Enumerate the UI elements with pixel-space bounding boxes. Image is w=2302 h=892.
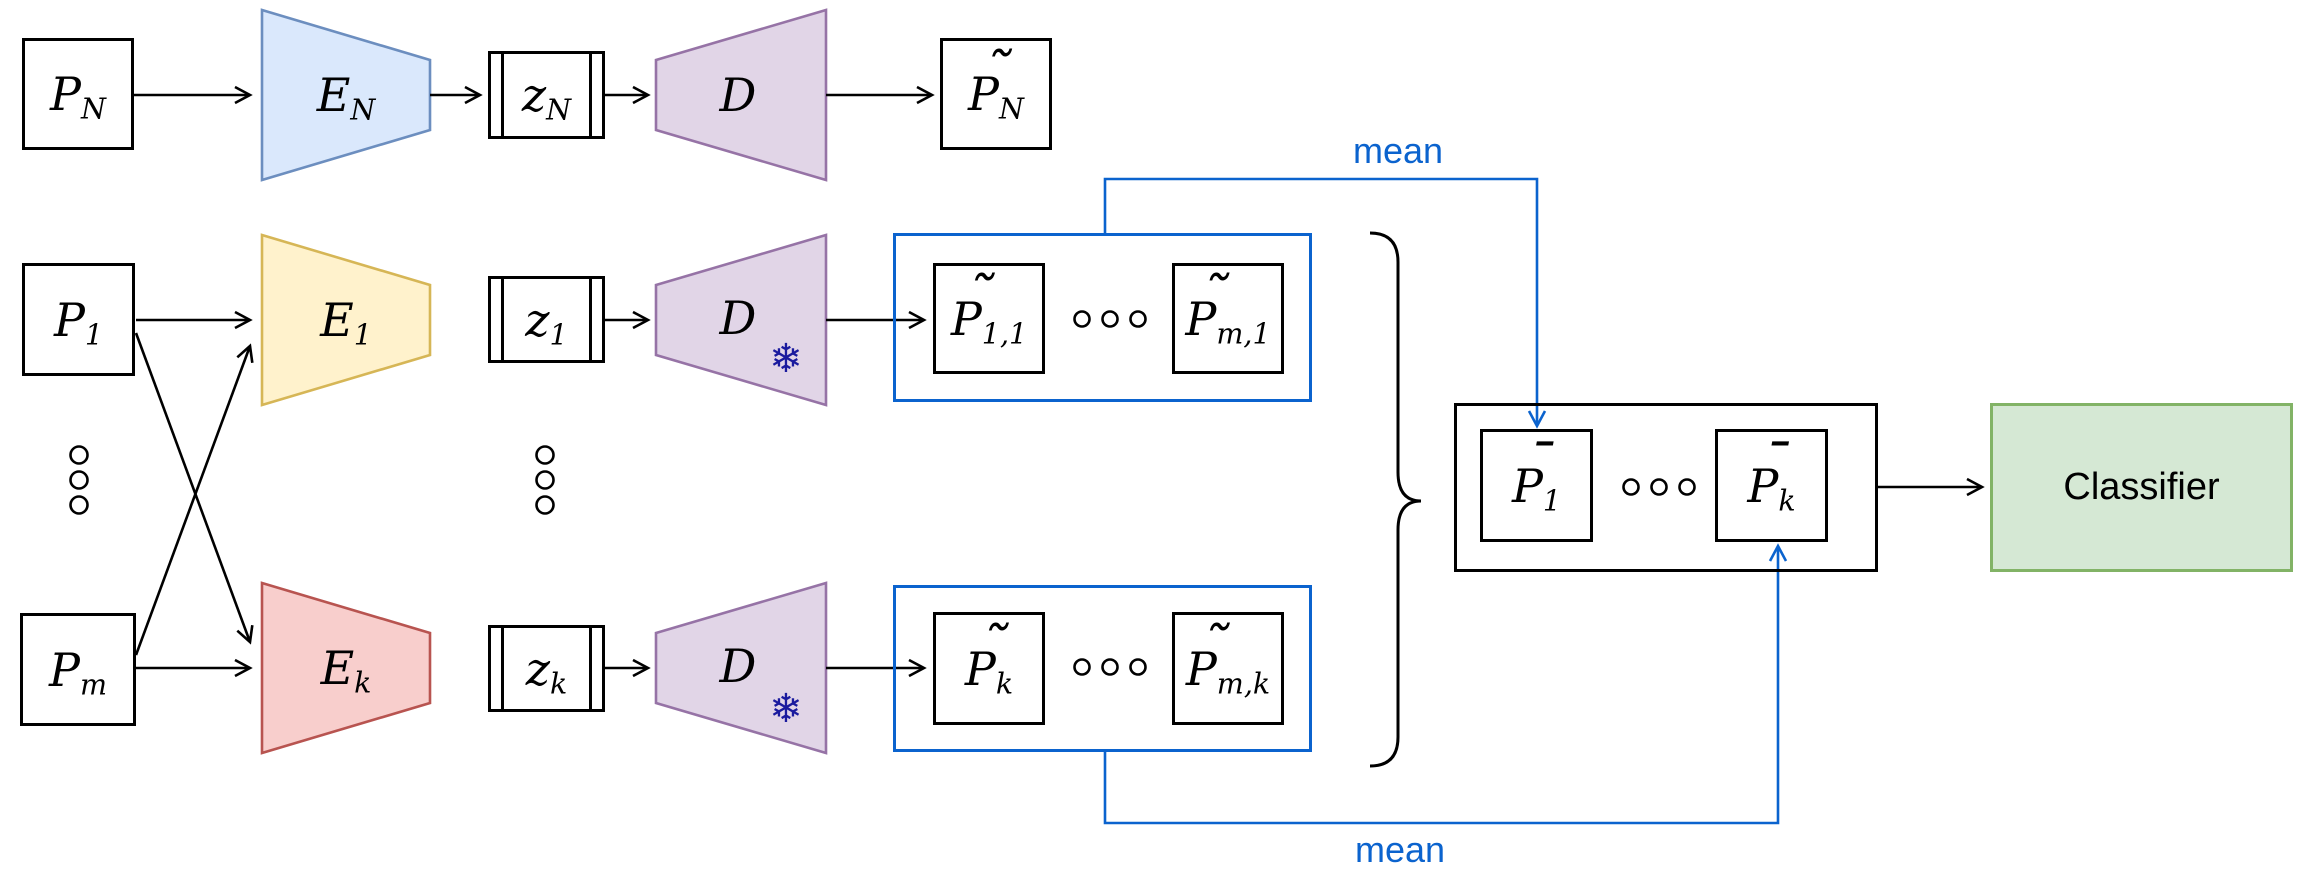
output-box-ptn: P˜N [940, 38, 1052, 150]
decoder-label-d-middle: D [719, 291, 757, 345]
aggregate-box-pbar1: P¯1 [1480, 429, 1593, 542]
output-label-ptm1: P˜m,1 [1185, 264, 1271, 351]
latent-box-zk: zk [488, 625, 605, 712]
latent-label-zk: zk [525, 641, 568, 701]
mean-label-top: mean [1352, 130, 1444, 171]
aggregate-label-pbark: P¯k [1747, 431, 1796, 518]
output-box-ptmk: P˜m,k [1172, 612, 1284, 725]
ellipsis-latents-vertical [535, 445, 555, 515]
ellipsis-outputs-middle [1073, 310, 1147, 328]
output-box-pt11: P˜1,1 [933, 263, 1045, 374]
decoder-label-d-bottom: D [719, 639, 757, 693]
mean-arrow-top [1103, 177, 1547, 429]
output-box-ptk: P˜k [933, 612, 1045, 725]
arrow-p1-to-ek-cross [134, 332, 254, 645]
ellipsis-outputs-bottom [1073, 658, 1147, 676]
latent-label-zn: zN [521, 68, 572, 127]
classifier-box: Classifier [1990, 403, 2293, 572]
aggregate-label-pbar1: P¯1 [1511, 431, 1562, 518]
output-group-bottom [893, 585, 1312, 752]
ellipsis-inputs-vertical [69, 445, 89, 515]
input-box-pm: Pm [20, 613, 136, 726]
arrow-pm-to-e1-cross [134, 343, 254, 656]
latent-box-zn: zN [488, 51, 605, 139]
input-box-pn: PN [22, 38, 134, 150]
input-label-pn: PN [50, 67, 106, 126]
output-label-pt11: P˜1,1 [950, 264, 1028, 351]
output-group-middle [893, 233, 1312, 402]
input-label-p1: P1 [53, 292, 104, 352]
snowflake-frozen-icon-middle: ❄ [769, 336, 803, 382]
encoder-e1-trapezoid [260, 233, 432, 407]
encoder-ek-trapezoid [260, 581, 432, 755]
ellipsis-aggregate [1622, 478, 1696, 496]
aggregate-group-box [1454, 403, 1878, 572]
snowflake-frozen-icon-bottom: ❄ [769, 686, 803, 732]
latent-label-z1: z1 [525, 292, 568, 352]
output-label-ptn: P˜N [968, 39, 1024, 126]
aggregate-box-pbark: P¯k [1715, 429, 1828, 542]
decoder-d-bottom-trapezoid [654, 581, 828, 755]
encoder-label-e1: E1 [320, 293, 372, 352]
encoder-en-trapezoid [260, 8, 432, 182]
mean-label-bottom: mean [1354, 829, 1446, 870]
input-box-p1: P1 [22, 263, 135, 376]
input-label-pm: Pm [49, 642, 107, 702]
encoder-label-ek: Ek [320, 641, 372, 700]
decoder-label-d-top: D [719, 68, 757, 122]
decoder-d-top-trapezoid [654, 8, 828, 182]
encoder-label-en: EN [316, 68, 376, 127]
output-box-ptm1: P˜m,1 [1172, 263, 1284, 374]
decoder-d-middle-trapezoid [654, 233, 828, 407]
curly-brace [1369, 231, 1422, 768]
mean-arrow-bottom [1103, 543, 1788, 825]
classifier-label: Classifier [2063, 466, 2220, 508]
output-label-ptmk: P˜m,k [1185, 614, 1271, 701]
latent-box-z1: z1 [488, 276, 605, 363]
output-label-ptk: P˜k [964, 614, 1014, 701]
